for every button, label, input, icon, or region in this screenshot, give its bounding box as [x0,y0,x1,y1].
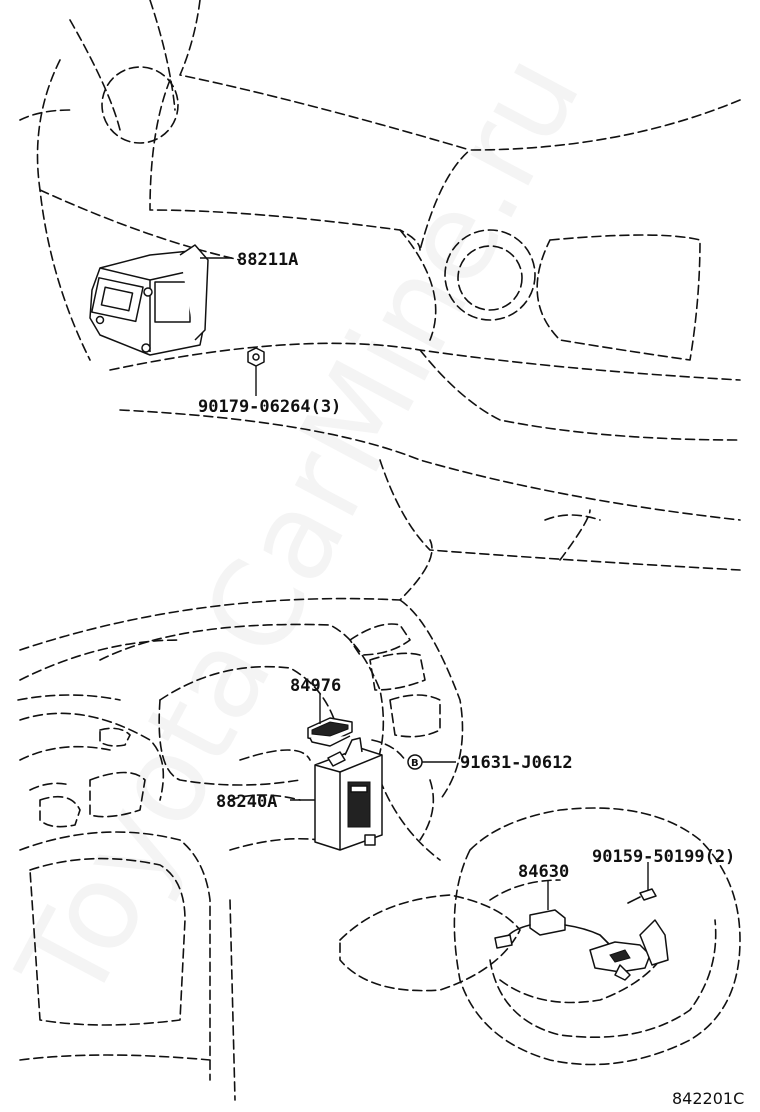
part-label-84630[interactable]: 84630 [518,862,569,882]
part-label-90159-50199[interactable]: 90159-50199(2) [592,847,735,867]
front-bumper-outline [19,0,741,571]
clip-badge-letter: B [411,758,419,769]
switch-84976[interactable] [307,717,353,747]
steering-wheel-outline [453,807,741,1066]
part-label-88240a[interactable]: 88240A [216,792,277,812]
cruise-ecu-88240a[interactable] [314,737,383,851]
part-label-84976[interactable]: 84976 [290,676,341,696]
diagram-code: 842201C [672,1089,744,1108]
part-label-90179-06264[interactable]: 90179-06264(3) [198,397,341,417]
cruise-switch-84630[interactable] [494,909,669,981]
screw-90159-50199[interactable] [627,888,657,904]
part-label-91631-j0612[interactable]: 91631-J0612 [460,753,573,773]
instrument-panel-outline [17,539,521,1101]
watermark-text: ToyotaCarMine.ru [0,33,608,1025]
leader-91631 [371,739,406,761]
nut-90179-06264[interactable] [247,347,265,367]
cruise-sensor-88211a[interactable] [89,244,209,356]
part-label-88211a[interactable]: 88211A [237,250,298,270]
